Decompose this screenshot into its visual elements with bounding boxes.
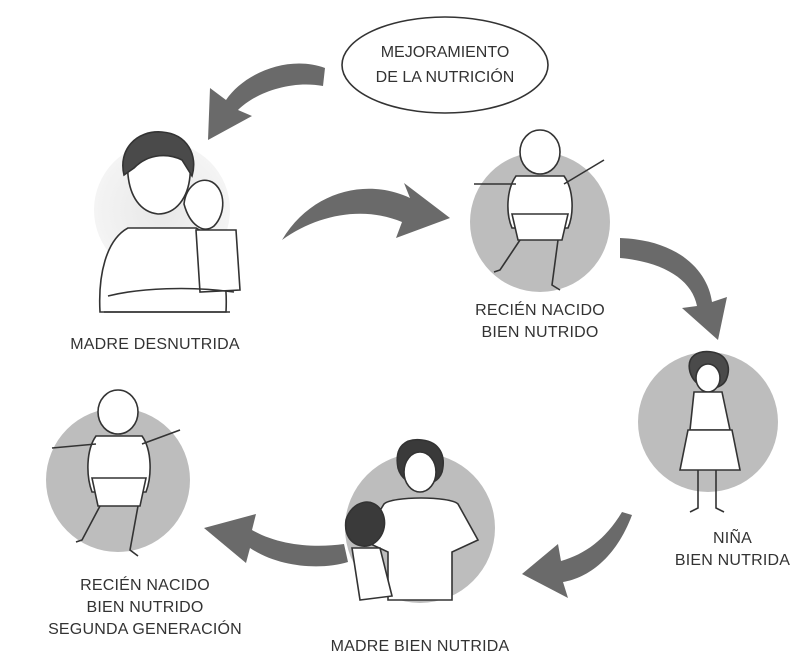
label-madre-desnutrida: MADRE DESNUTRIDA [40,334,270,356]
label-nina-line-1: NIÑA [712,530,753,547]
healthy-mother-icon [344,438,480,601]
label-madre-bien-nutrida: MADRE BIEN NUTRIDA [300,636,540,658]
arrow-girl-to-mother-icon [522,512,632,598]
label-recien-nacido-line-1: RECIÉN NACIDO [475,302,605,319]
improved-nutrition-oval [341,16,549,114]
newborn-icon [474,129,605,291]
improved-nutrition-line-2: DE LA NUTRICIÓN [375,69,515,86]
arrow-newborn-to-girl-icon [620,238,727,340]
label-madre-desnutrida-line-1: MADRE DESNUTRIDA [70,336,240,353]
arrow-oval-to-mother-icon [208,63,325,140]
arrow-mother-to-newborn-icon [282,183,450,240]
girl-icon [679,350,741,513]
arrow-mother-to-newborn-second-icon [204,514,348,567]
malnourished-mother-icon [98,131,241,313]
improved-nutrition-line-1: MEJORAMIENTO [380,44,510,61]
label-segunda-generacion: RECIÉN NACIDO BIEN NUTRIDO SEGUNDA GENER… [20,575,270,641]
label-segunda-generacion-line-3: SEGUNDA GENERACIÓN [48,621,242,638]
label-recien-nacido-line-2: BIEN NUTRIDO [481,324,599,341]
label-madre-bien-nutrida-line-1: MADRE BIEN NUTRIDA [330,638,510,655]
label-recien-nacido: RECIÉN NACIDO BIEN NUTRIDO [440,300,640,344]
label-segunda-generacion-line-1: RECIÉN NACIDO [80,577,210,594]
label-nina: NIÑA BIEN NUTRIDA [660,528,805,572]
label-segunda-generacion-line-2: BIEN NUTRIDO [86,599,204,616]
label-nina-line-2: BIEN NUTRIDA [674,552,791,569]
improved-nutrition-label: MEJORAMIENTO DE LA NUTRICIÓN [345,40,545,90]
newborn-second-generation-icon [51,389,181,557]
